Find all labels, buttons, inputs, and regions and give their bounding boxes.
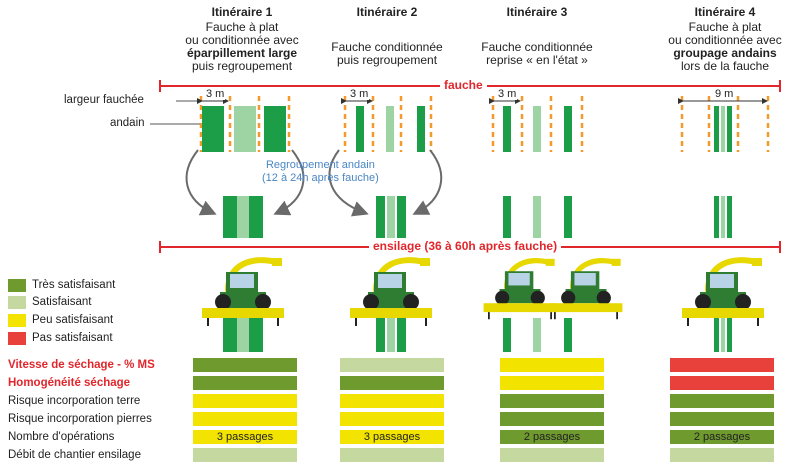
rating-cell-r3-c0 — [193, 412, 297, 426]
legend-pas-satisfaisant: Pas satisfaisant — [8, 331, 113, 345]
itin3-windrows-ensilage — [503, 196, 572, 238]
rating-cell-r3-c1 — [340, 412, 444, 426]
andain-label: andain — [110, 117, 145, 129]
itin4-windrows-ensilage — [714, 196, 732, 238]
itin4-width: 9 m — [714, 88, 735, 100]
itin4-desc-a: Fauche à plat ou conditionnée avec — [668, 20, 782, 47]
legend-swatch — [8, 313, 26, 327]
rating-cell-r5-c1 — [340, 448, 444, 462]
itin2-harvester — [350, 258, 432, 352]
itin3-width: 3 m — [497, 88, 518, 100]
rating-cell-r0-c1 — [340, 358, 444, 372]
itin1-width: 3 m — [205, 88, 226, 100]
itin4-harvester — [682, 258, 764, 352]
legend-swatch — [8, 295, 26, 309]
itin1-title: Itinéraire 1 — [211, 5, 273, 19]
itin1-desc-a: Fauche à plat ou conditionnée avec — [185, 20, 299, 47]
phase-fauche-label: fauche — [440, 78, 487, 92]
rating-cell-r4-c2 — [500, 430, 604, 444]
itin3-desc: Fauche conditionnée reprise « en l'état … — [481, 40, 593, 67]
criterion-operations: Nombre d'opérations — [8, 431, 115, 443]
rating-cell-r1-c3 — [670, 376, 774, 390]
itin2-arrow-right — [412, 149, 443, 215]
itin1-operations: 3 passages — [216, 431, 274, 443]
phase-ensilage-label: ensilage (36 à 60h après fauche) — [369, 239, 562, 253]
rating-cell-r0-c2 — [500, 358, 604, 372]
rating-cell-r5-c0 — [193, 448, 297, 462]
largeur-fauchee-label: largeur fauchée — [64, 94, 144, 106]
rating-matrix — [193, 358, 774, 462]
itin4-header: Itinéraire 4 Fauche à plat ou conditionn… — [640, 6, 800, 73]
itin4-desc-bold: groupage andains — [673, 46, 777, 60]
itin2-desc: Fauche conditionnée puis regroupement — [331, 40, 443, 67]
rating-cell-r2-c0 — [193, 394, 297, 408]
itin3-header: Itinéraire 3 Fauche conditionnée reprise… — [452, 6, 622, 67]
itin1-windrows-fauche — [197, 96, 291, 152]
rating-cell-r1-c1 — [340, 376, 444, 390]
criterion-homogeneite: Homogénéité séchage — [8, 377, 131, 389]
rating-cell-r4-c0 — [193, 430, 297, 444]
criterion-terre: Risque incorporation terre — [8, 395, 141, 407]
rating-cell-r3-c3 — [670, 412, 774, 426]
itin3-windrows-fauche — [489, 96, 584, 152]
itin3-harvesters — [484, 259, 623, 352]
itin1-header: Itinéraire 1 Fauche à plat ou conditionn… — [157, 6, 327, 73]
rating-cell-r0-c3 — [670, 358, 774, 372]
itin1-desc-bold: éparpillement large — [186, 46, 298, 60]
itin4-operations: 2 passages — [693, 431, 751, 443]
legend-peu-satisfaisant: Peu satisfaisant — [8, 313, 113, 327]
itin2-title: Itinéraire 2 — [356, 5, 418, 19]
rating-cell-r1-c2 — [500, 376, 604, 390]
criterion-debit: Débit de chantier ensilage — [8, 449, 141, 461]
itin4-desc-b: lors de la fauche — [680, 59, 770, 73]
rating-cell-r2-c3 — [670, 394, 774, 408]
itin3-operations: 2 passages — [523, 431, 581, 443]
itin2-header: Itinéraire 2 Fauche conditionnée puis re… — [302, 6, 472, 67]
rating-cell-r4-c1 — [340, 430, 444, 444]
rating-cell-r3-c2 — [500, 412, 604, 426]
rating-cell-r5-c2 — [500, 448, 604, 462]
legend-swatch — [8, 278, 26, 292]
rating-cell-r5-c3 — [670, 448, 774, 462]
rating-cell-r2-c1 — [340, 394, 444, 408]
itin1-desc-b: puis regroupement — [191, 59, 293, 73]
rating-cell-r1-c0 — [193, 376, 297, 390]
rating-cell-r0-c0 — [193, 358, 297, 372]
itin1-windrows-regrouped — [223, 196, 263, 238]
rating-cell-r2-c2 — [500, 394, 604, 408]
rating-cell-r4-c3 — [670, 430, 774, 444]
legend-swatch — [8, 331, 26, 345]
legend-satisfaisant: Satisfaisant — [8, 295, 91, 309]
itin2-width: 3 m — [349, 88, 370, 100]
itin2-windrows-fauche — [341, 96, 433, 152]
itin2-windrows-regrouped — [376, 196, 406, 238]
itin4-title: Itinéraire 4 — [694, 5, 756, 19]
criterion-vitesse-sechage: Vitesse de séchage - % MS — [8, 359, 155, 371]
regroupement-note: Regroupement andain (12 à 24h après fauc… — [262, 159, 379, 184]
itin4-windrows-fauche — [678, 96, 770, 152]
itin2-arrow-left — [328, 149, 369, 217]
itin3-title: Itinéraire 3 — [506, 5, 568, 19]
legend-tres-satisfaisant: Très satisfaisant — [8, 278, 115, 292]
criterion-pierres: Risque incorporation pierres — [8, 413, 152, 425]
itin2-operations: 3 passages — [363, 431, 421, 443]
itin1-arrow-right — [273, 149, 305, 216]
itin1-arrow-left — [185, 149, 217, 216]
itin1-harvester — [202, 258, 284, 352]
